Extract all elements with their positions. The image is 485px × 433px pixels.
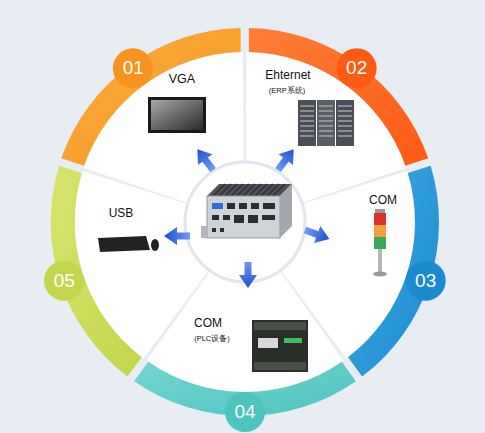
callout-number: 01 <box>123 58 144 79</box>
port-label: COM <box>194 317 222 330</box>
tower-light-red <box>374 213 386 225</box>
tower-cap <box>375 209 385 213</box>
flow-arrow <box>164 227 190 245</box>
plc-body <box>252 320 308 372</box>
tower-light-orange <box>374 225 386 237</box>
callout-number: 02 <box>346 58 367 79</box>
hub-circle <box>185 162 305 282</box>
tower-light-green <box>374 237 386 249</box>
port-label: VGA <box>169 73 195 87</box>
pc-side <box>280 184 292 238</box>
monitor-frame <box>148 97 206 133</box>
flow-arrow <box>271 144 301 176</box>
device-label: (PLC设备) <box>194 335 230 343</box>
server-rack <box>298 100 316 146</box>
port-label: USB <box>109 207 134 220</box>
number-badge <box>44 261 84 301</box>
plc-terminals <box>254 362 306 370</box>
tower-base <box>373 272 387 277</box>
port-label: COM <box>369 194 397 207</box>
number-badge <box>225 392 265 432</box>
flow-arrow <box>302 222 333 248</box>
mouse <box>151 239 159 251</box>
pc-front <box>207 196 280 238</box>
number-badge <box>337 48 377 88</box>
plc-label <box>258 338 278 348</box>
pc-top <box>207 184 292 196</box>
device-label: (ERP系统) <box>269 87 305 95</box>
port-label: Ehternet <box>265 69 310 82</box>
callout-number: 04 <box>234 402 255 423</box>
keyboard <box>98 236 150 252</box>
monitor-screen <box>151 100 203 130</box>
vga-port <box>212 203 223 209</box>
number-badge <box>406 261 446 301</box>
server-rack <box>317 100 335 146</box>
sector-band <box>249 28 428 166</box>
callout-number: 03 <box>415 270 436 291</box>
sector-band <box>62 28 241 166</box>
server-rack <box>336 100 354 146</box>
number-badge <box>113 48 153 88</box>
sector-band <box>51 166 142 377</box>
pc-ports <box>212 203 275 232</box>
rack-units <box>300 106 352 136</box>
callout-number: 05 <box>54 270 75 291</box>
ring-sector: 05 USB <box>43 162 245 379</box>
pc-mount <box>201 226 207 238</box>
pc-heatsink <box>213 184 285 196</box>
sector-fill <box>245 52 406 222</box>
plc-terminals <box>254 322 306 330</box>
sector-band <box>348 166 439 377</box>
tower-pole <box>378 249 382 273</box>
flow-arrow <box>190 144 220 176</box>
flow-arrow <box>239 262 257 288</box>
plc-leds <box>284 338 302 343</box>
